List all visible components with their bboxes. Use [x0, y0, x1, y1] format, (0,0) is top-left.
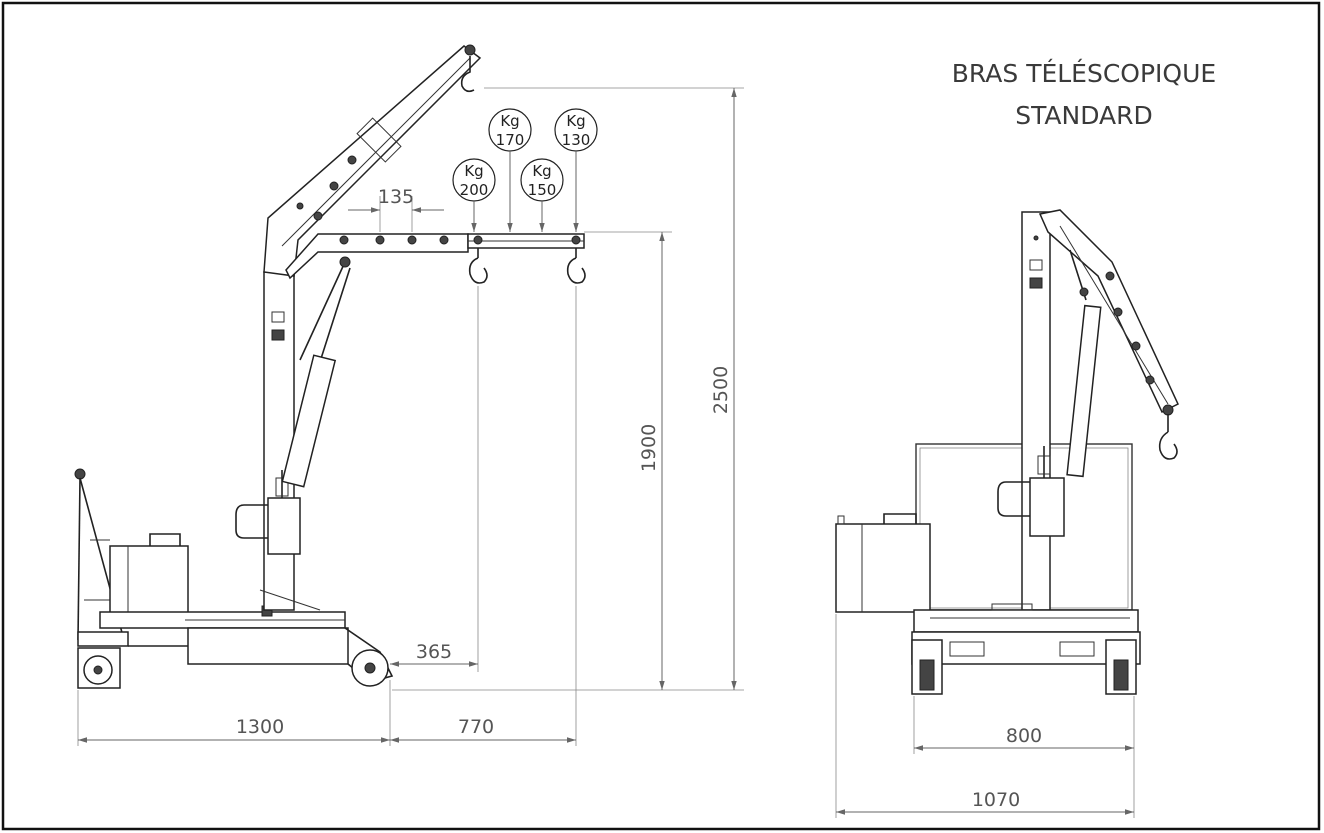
arm-hook-right: [566, 248, 586, 284]
front-dimensions: 800 1070: [835, 614, 1135, 818]
drawing-title: BRAS TÉLÉSCOPIQUE STANDARD: [952, 59, 1216, 130]
title-line-1: BRAS TÉLÉSCOPIQUE: [952, 59, 1216, 88]
front-wheel-left: [911, 639, 943, 695]
dim-track-inner: 800: [1006, 725, 1042, 747]
title-line-2: STANDARD: [1015, 101, 1153, 130]
dim-height-total: 2500: [710, 366, 732, 414]
dim-track-outer: 1070: [972, 789, 1020, 811]
hydraulic-cylinder: [281, 256, 351, 488]
front-mast: [1021, 211, 1051, 611]
rear-wheel: [77, 647, 121, 689]
front-pump: [997, 446, 1065, 537]
front-view-crane: [835, 209, 1179, 695]
side-view-crane: [74, 44, 586, 689]
hydraulic-pump: [235, 470, 301, 555]
side-dimensions: 135 2500 1900 365 1300 770: [77, 87, 744, 746]
top-hook: [460, 56, 475, 93]
svg-text:Kg: Kg: [566, 112, 585, 130]
dim-height-hook: 1900: [638, 424, 660, 472]
svg-text:Kg: Kg: [500, 112, 519, 130]
front-base: [911, 603, 1141, 665]
load-badge-130: Kg 130: [554, 108, 598, 232]
front-wheel-right: [1105, 639, 1137, 695]
svg-text:200: 200: [460, 181, 489, 199]
main-boom: [263, 44, 482, 277]
front-hook: [1158, 414, 1178, 460]
dim-base-length: 1300: [236, 716, 284, 738]
svg-text:130: 130: [562, 131, 591, 149]
load-capacities: Kg 200 Kg 170 Kg 150 Kg 130: [452, 108, 598, 232]
svg-text:Kg: Kg: [532, 162, 551, 180]
front-wheel: [351, 649, 389, 687]
battery-box: [109, 533, 189, 615]
dim-offset: 365: [416, 641, 452, 663]
svg-text:170: 170: [496, 131, 525, 149]
svg-text:150: 150: [528, 181, 557, 199]
arm-hook-left: [468, 248, 488, 284]
load-badge-150: Kg 150: [520, 158, 564, 232]
dim-spacing: 135: [378, 186, 414, 208]
dim-reach: 770: [458, 716, 494, 738]
front-cylinder: [1066, 249, 1102, 478]
front-boom: [1038, 209, 1179, 416]
load-badge-200: Kg 200: [452, 158, 496, 232]
front-battery-box: [835, 513, 931, 613]
base-frame: [77, 605, 394, 683]
svg-text:Kg: Kg: [464, 162, 483, 180]
telescopic-arm: [285, 233, 585, 280]
load-badge-170: Kg 170: [488, 108, 532, 232]
